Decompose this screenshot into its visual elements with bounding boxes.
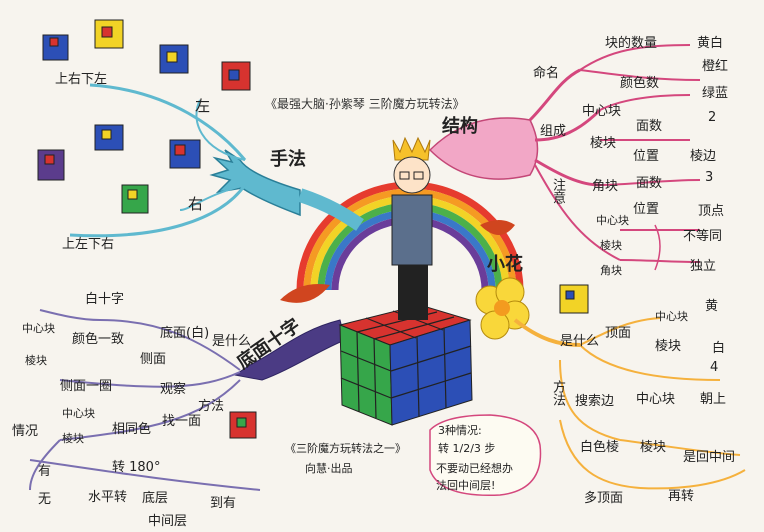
flower-top: 顶面 [605,326,632,341]
block-count-label: 块的数量 [605,36,658,51]
flower-yellow: 黄 [705,299,719,314]
flower-edge2: 棱块 [640,440,667,455]
flower-back: 是回中间 [683,450,736,465]
author-credit: 向慧·出品 [305,462,353,475]
left-label: 左 [195,97,211,115]
flower-branch [475,277,746,490]
corner-position-label: 位置 [633,202,660,217]
notes-label: 注意 [550,178,565,204]
edge-faces-label: 面数 [636,119,663,134]
center-title: 《最强大脑·孙紫琴 三阶魔方玩转法》 [265,97,465,111]
flower-white-edge: 白色棱 [580,440,620,455]
color-count-label: 颜色数 [620,76,660,91]
corner-faces-num: 3 [705,170,714,185]
cross-middle-layer: 中间层 [148,514,188,529]
cross-side-circle: 侧面一圈 [60,379,113,394]
edge-block-label: 棱块 [590,136,617,151]
cross-edge2: 棱块 [62,432,84,445]
cross-situation: 情况 [12,424,39,439]
left-sequence: 上右下左 [55,72,108,87]
naming-label: 命名 [533,66,560,81]
cross-rotate: 转 180° [112,460,161,475]
right-label: 右 [188,195,204,213]
cross-have: 有 [38,464,52,479]
cross-center: 中心块 [22,322,55,335]
flower-again: 再转 [668,489,695,504]
cross-consistent: 颜色一致 [72,332,125,347]
cross-what: 是什么 [212,334,252,349]
color-item-1: 黄白 [697,36,724,51]
cross-branch [29,309,346,491]
corner-pos-label: 顶点 [698,204,725,219]
edge-position-label: 位置 [633,149,660,164]
center-rubiks-cube [338,304,473,426]
corner-block-label: 角块 [592,179,619,194]
note-center: 中心块 [596,214,629,227]
cross-to-have: 到有 [210,496,237,511]
cross-same-color: 相同色 [112,422,152,437]
flower-white: 白 [712,341,726,356]
leaf-left [280,284,330,303]
flower-edge: 棱块 [655,339,682,354]
right-sequence: 上左下右 [62,237,115,252]
color-item-2: 橙红 [702,59,729,74]
cross-bottom-layer: 底层 [142,491,169,506]
series-title: 《三阶魔方玩转法之一》 [285,442,406,455]
edge-pos-label: 棱边 [690,149,717,164]
flower-method: 方法 [550,380,565,406]
cross-none: 无 [38,492,52,507]
cross-edge: 棱块 [25,354,47,367]
cross-observe: 观察 [160,382,187,397]
structure-branch [428,44,701,271]
flower-search: 搜索边 [575,394,615,409]
cross-find-side: 找一面 [162,414,202,429]
flower-center: 中心块 [655,310,688,323]
note-edge: 棱块 [600,239,622,252]
structure-label: 结构 [442,116,478,137]
cross-white: 白十字 [85,292,125,307]
composition-label: 组成 [540,124,567,139]
center-block-label: 中心块 [582,104,622,119]
corner-faces-label: 面数 [636,176,663,191]
flower-center2: 中心块 [636,392,676,407]
not-equal-label: 不等同 [683,229,723,244]
person-figure [391,136,433,320]
cross-horizontal: 水平转 [88,490,128,505]
leaf-right [480,220,515,235]
tips-note1: 不要动已经想办 [436,462,513,475]
cross-method: 方法 [198,399,225,414]
tips-note2: 法回中间层! [436,479,496,492]
method-label: 手法 [270,149,306,170]
tips-cloud [429,414,542,497]
flower-what: 是什么 [560,334,600,349]
flower-four: 4 [710,360,719,375]
cross-side: 侧面 [140,352,167,367]
edge-faces-num: 2 [708,110,717,125]
note-corner: 角块 [600,264,622,277]
tips-cases: 3种情况: [438,424,482,437]
tips-steps: 转 1/2/3 步 [438,442,496,455]
cross-center2: 中心块 [62,407,95,420]
cross-bottom-white: 底面(白) [160,326,210,341]
independent-label: 独立 [690,259,717,274]
flower-up: 朝上 [700,392,727,407]
method-branch [69,83,364,238]
flower-label: 小花 [487,254,523,275]
flower-top-face: 多顶面 [584,491,624,506]
color-item-3: 绿蓝 [702,86,729,101]
method-cube-icons [37,19,589,439]
